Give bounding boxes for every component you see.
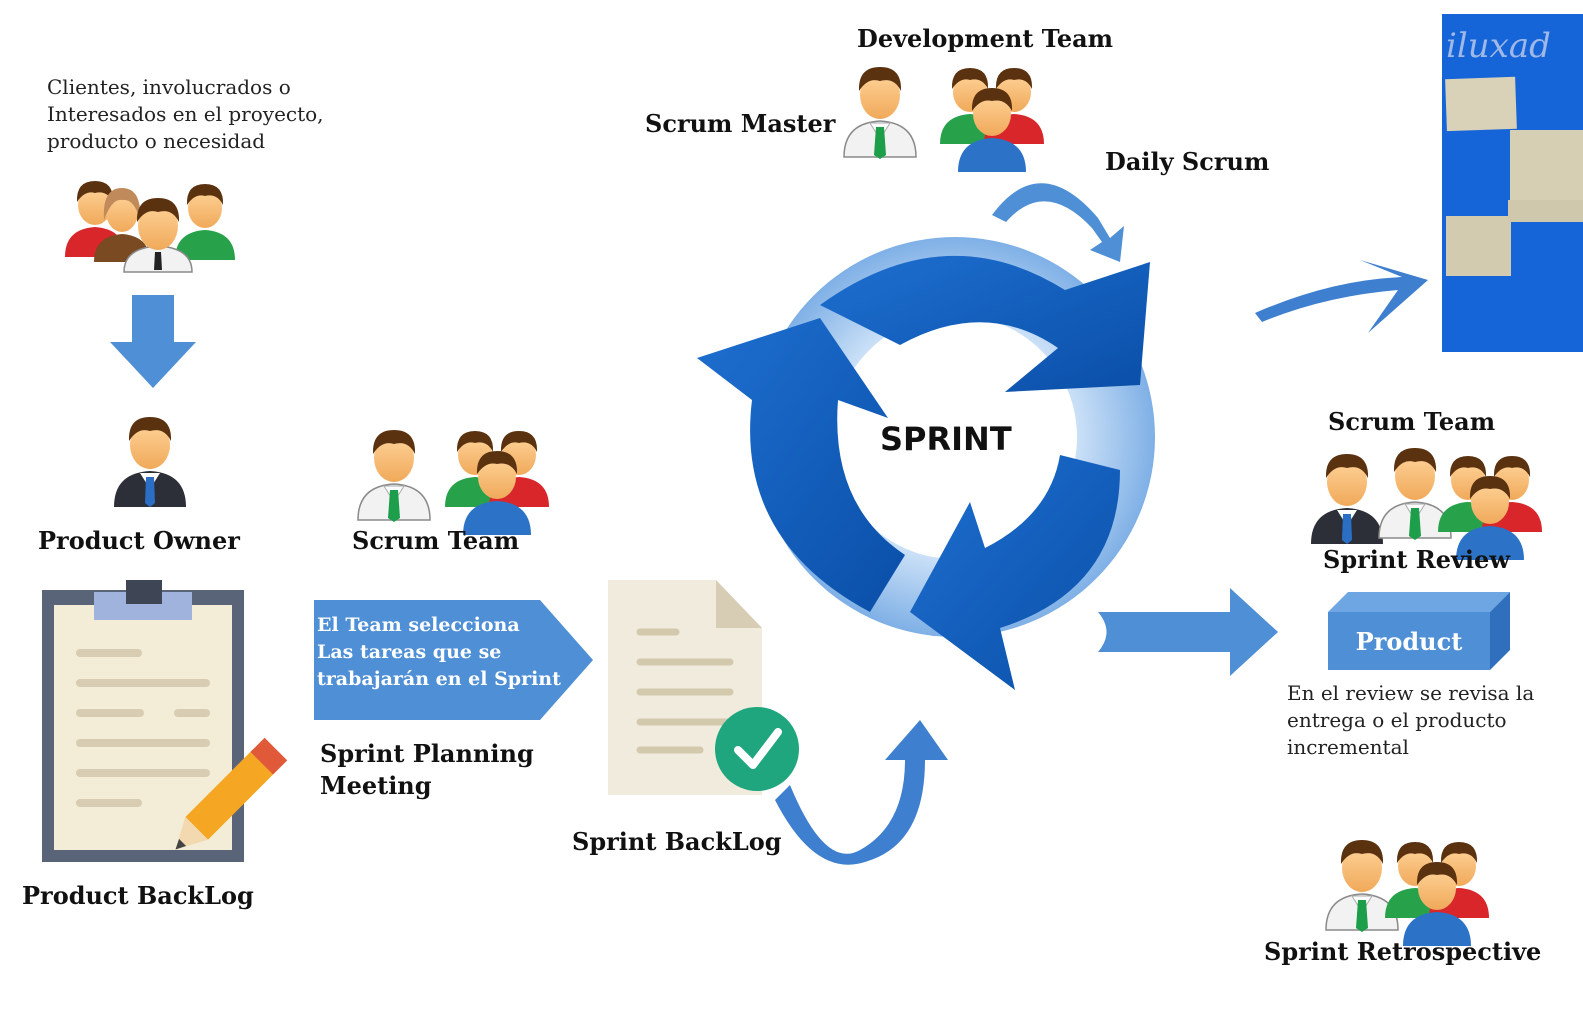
retrospective-team-icon — [1325, 839, 1489, 946]
daily-scrum-loop-icon — [992, 183, 1124, 262]
development-team-label: Development Team — [857, 24, 1114, 53]
planning-arrow-text-line: trabajarán en el Sprint — [317, 668, 561, 690]
stakeholders-note: Clientes, involucrados o Interesados en … — [47, 74, 324, 155]
sprint-review-label: Sprint Review — [1323, 545, 1510, 574]
box-icon — [1328, 592, 1510, 670]
board-handwriting: iluxad — [1446, 26, 1551, 66]
into-sprint-arrow-icon — [775, 720, 948, 865]
scrum-team-planning-icon — [357, 429, 549, 535]
stakeholders-note-line: producto o necesidad — [47, 129, 266, 153]
to-board-arrow-icon — [1255, 260, 1428, 333]
product-box-label: Product — [1355, 626, 1463, 656]
sprint-backlog-label: Sprint BackLog — [572, 827, 782, 856]
product-owner-label: Product Owner — [38, 526, 240, 555]
pencil-icon — [175, 737, 288, 850]
planning-arrow-text-line: Las tareas que se — [317, 641, 502, 663]
review-note-line: En el review se revisa la — [1287, 681, 1535, 705]
daily-scrum-label: Daily Scrum — [1105, 147, 1270, 176]
review-note-line: incremental — [1287, 735, 1409, 759]
scrum-team-review-label: Scrum Team — [1328, 407, 1496, 436]
stakeholders-note-line: Interesados en el proyecto, — [47, 102, 324, 126]
scrum-master-label: Scrum Master — [645, 109, 836, 138]
review-note: En el review se revisa la entrega o el p… — [1287, 680, 1534, 761]
sprint-center-label: SPRINT — [880, 420, 1012, 458]
scrum-team-review-icon — [1311, 447, 1542, 560]
sprint-retrospective-label: Sprint Retrospective — [1264, 937, 1542, 966]
product-owner-icon — [114, 417, 186, 507]
down-arrow-icon — [110, 295, 196, 388]
review-note-line: entrega o el producto — [1287, 708, 1507, 732]
to-product-arrow-icon — [1098, 588, 1278, 676]
stakeholders-group-icon — [65, 181, 235, 273]
product-backlog-label: Product BackLog — [22, 881, 254, 910]
planning-arrow-text: El Team selecciona Las tareas que se tra… — [317, 612, 561, 693]
sprint-planning-label-line: Sprint Planning — [320, 739, 534, 768]
sprint-planning-label-line: Meeting — [320, 771, 432, 800]
check-icon — [715, 707, 799, 791]
development-team-icon — [940, 68, 1044, 172]
scrum-master-icon — [843, 66, 917, 160]
sprint-planning-label: Sprint Planning Meeting — [320, 738, 534, 802]
scrum-team-planning-label: Scrum Team — [352, 526, 520, 555]
cycle-arrows-icon — [697, 237, 1155, 690]
stakeholders-note-line: Clientes, involucrados o — [47, 75, 291, 99]
planning-arrow-text-line: El Team selecciona — [317, 614, 520, 636]
planning-arrow-shape — [314, 600, 593, 720]
task-board-image — [1442, 14, 1583, 352]
